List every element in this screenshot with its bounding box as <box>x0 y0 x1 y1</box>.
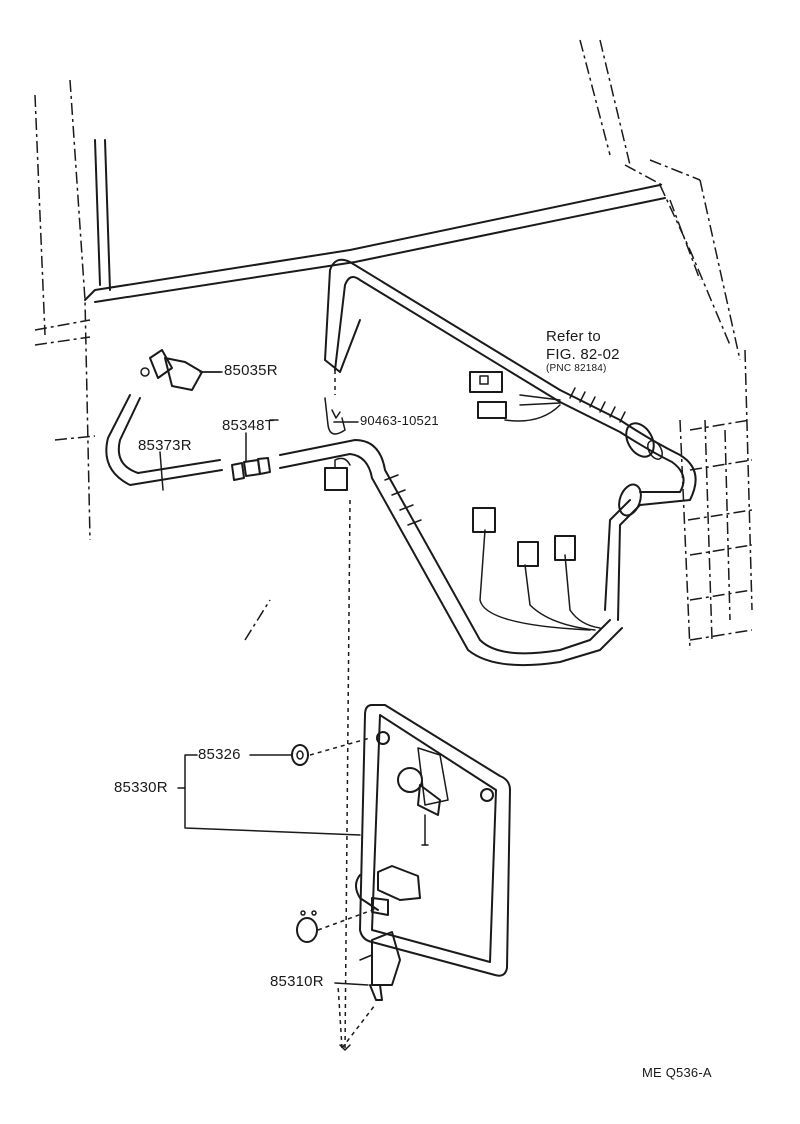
reference-line-3: (PNC 82184) <box>546 363 607 374</box>
label-85310r: 85310R <box>270 973 324 990</box>
reference-line-1: Refer to <box>546 328 601 345</box>
label-85035r: 85035R <box>224 362 278 379</box>
wire-harness <box>279 258 697 667</box>
reference-line-2: FIG. 82-02 <box>546 346 620 363</box>
label-85330r: 85330R <box>114 779 168 796</box>
label-85373r: 85373R <box>138 437 192 454</box>
washer-hose-assembly <box>105 349 346 486</box>
vehicle-body-outline <box>34 39 753 651</box>
figure-code: ME Q536-A <box>642 1065 712 1080</box>
label-85326: 85326 <box>198 746 241 763</box>
nozzle-plate-assembly <box>291 499 511 1051</box>
label-85348t: 85348T <box>222 417 275 434</box>
leader-lines <box>159 371 369 986</box>
label-90463-10521: 90463-10521 <box>360 413 439 428</box>
